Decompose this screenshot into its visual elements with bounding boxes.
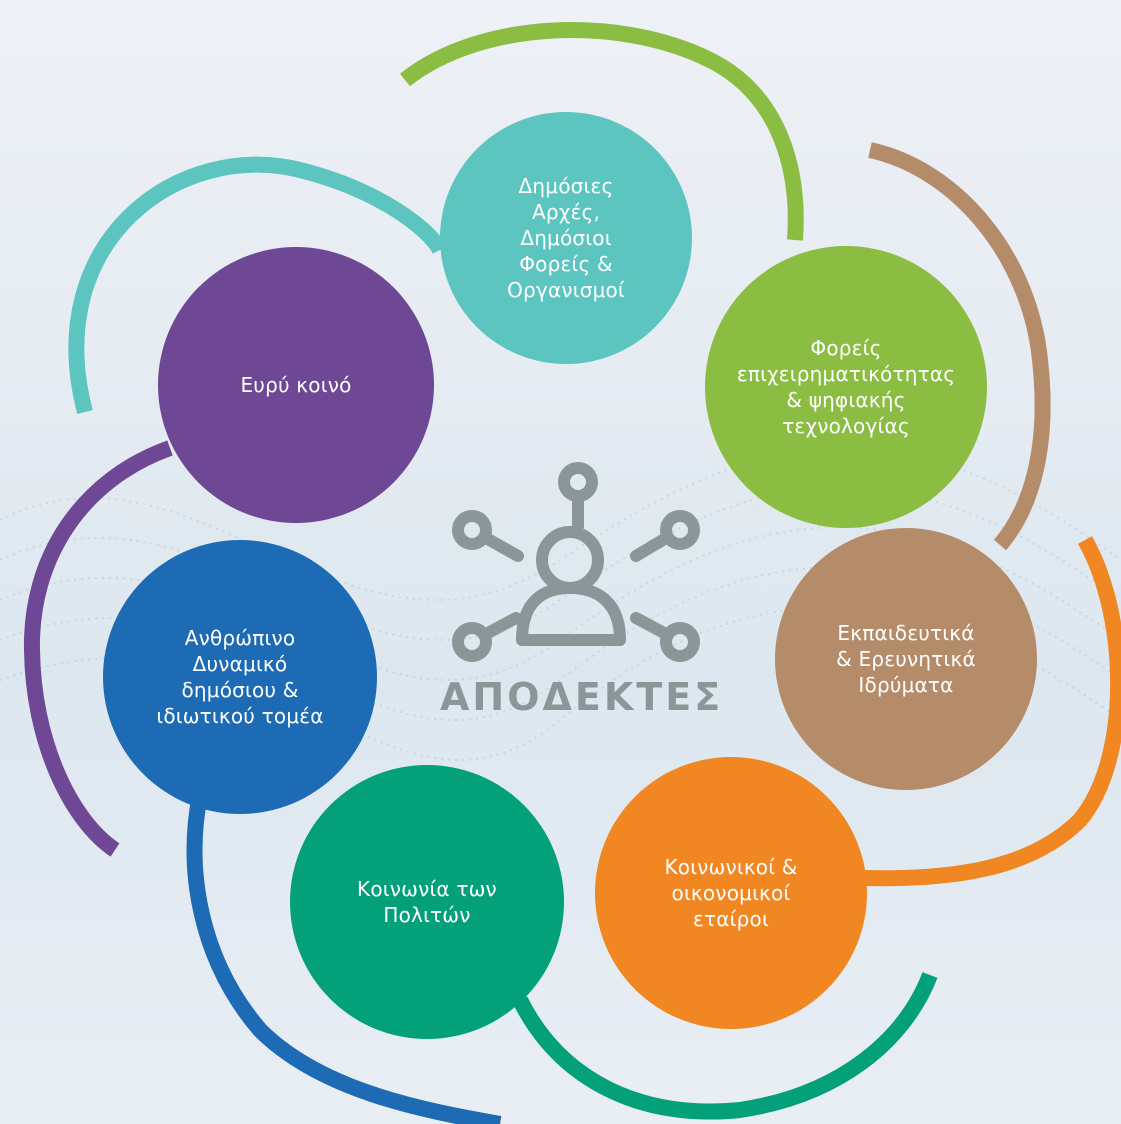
node-education-research: Εκπαιδευτικά & Ερευνητικά Ιδρύματα (775, 528, 1037, 790)
node-label: Ευρύ κοινό (240, 373, 352, 397)
node-general-public: Ευρύ κοινό (158, 247, 434, 523)
arc-brown (868, 142, 1051, 551)
arc-teal (68, 156, 448, 415)
node-business-tech: Φορείς επιχειρηματικότητας & ψηφιακής τε… (705, 246, 987, 528)
center-title: ΑΠΟΔΕΚΤΕΣ (440, 675, 724, 719)
arc-green-dark (512, 972, 938, 1120)
node-human-resources: Ανθρώπινο Δυναμικό δημόσιου & ιδιωτικού … (103, 540, 377, 814)
node-social-economic: Κοινωνικοί & οικονομικοί εταίροι (595, 757, 867, 1029)
node-civil-society: Κοινωνία των Πολιτών (290, 765, 564, 1039)
node-public-authorities: Δημόσιες Αρχές, Δημόσιοι Φορείς & Οργανι… (440, 112, 692, 364)
node-label: Ανθρώπινο Δυναμικό δημόσιου & ιδιωτικού … (156, 626, 324, 728)
node-label: Κοινωνία των Πολιτών (357, 877, 497, 927)
arc-purple (23, 440, 173, 857)
node-label: Κοινωνικοί & οικονομικοί εταίροι (664, 855, 798, 931)
node-label: Δημόσιες Αρχές, Δημόσιοι Φορείς & Οργανι… (507, 174, 625, 302)
people-network-icon (452, 462, 700, 662)
node-label: Φορείς επιχειρηματικότητας & ψηφιακής τε… (736, 336, 956, 438)
arc-blue (186, 793, 502, 1124)
node-label: Εκπαιδευτικά & Ερευνητικά Ιδρύματα (836, 621, 976, 697)
arc-green (400, 22, 804, 241)
arc-orange (864, 536, 1121, 887)
